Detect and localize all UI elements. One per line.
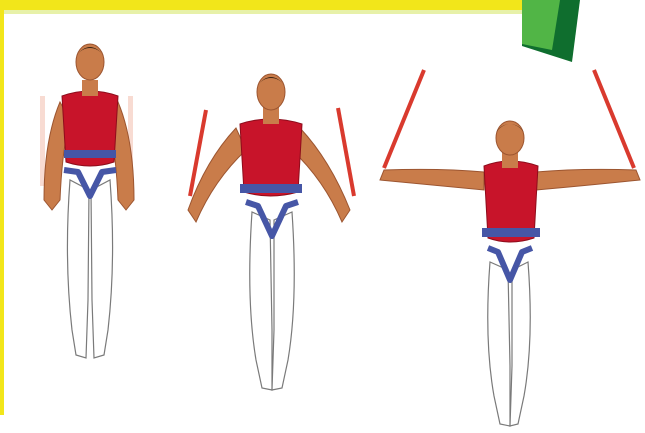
frame-left-band bbox=[0, 0, 4, 415]
frame-top-strip bbox=[4, 10, 532, 14]
figure-arms-slightly-raised bbox=[188, 74, 354, 390]
figure-arms-at-sides bbox=[40, 44, 134, 358]
figure-arms-extended-horizontal bbox=[380, 70, 640, 426]
green-tab-icon bbox=[522, 0, 580, 62]
frame-top-band bbox=[0, 0, 532, 10]
